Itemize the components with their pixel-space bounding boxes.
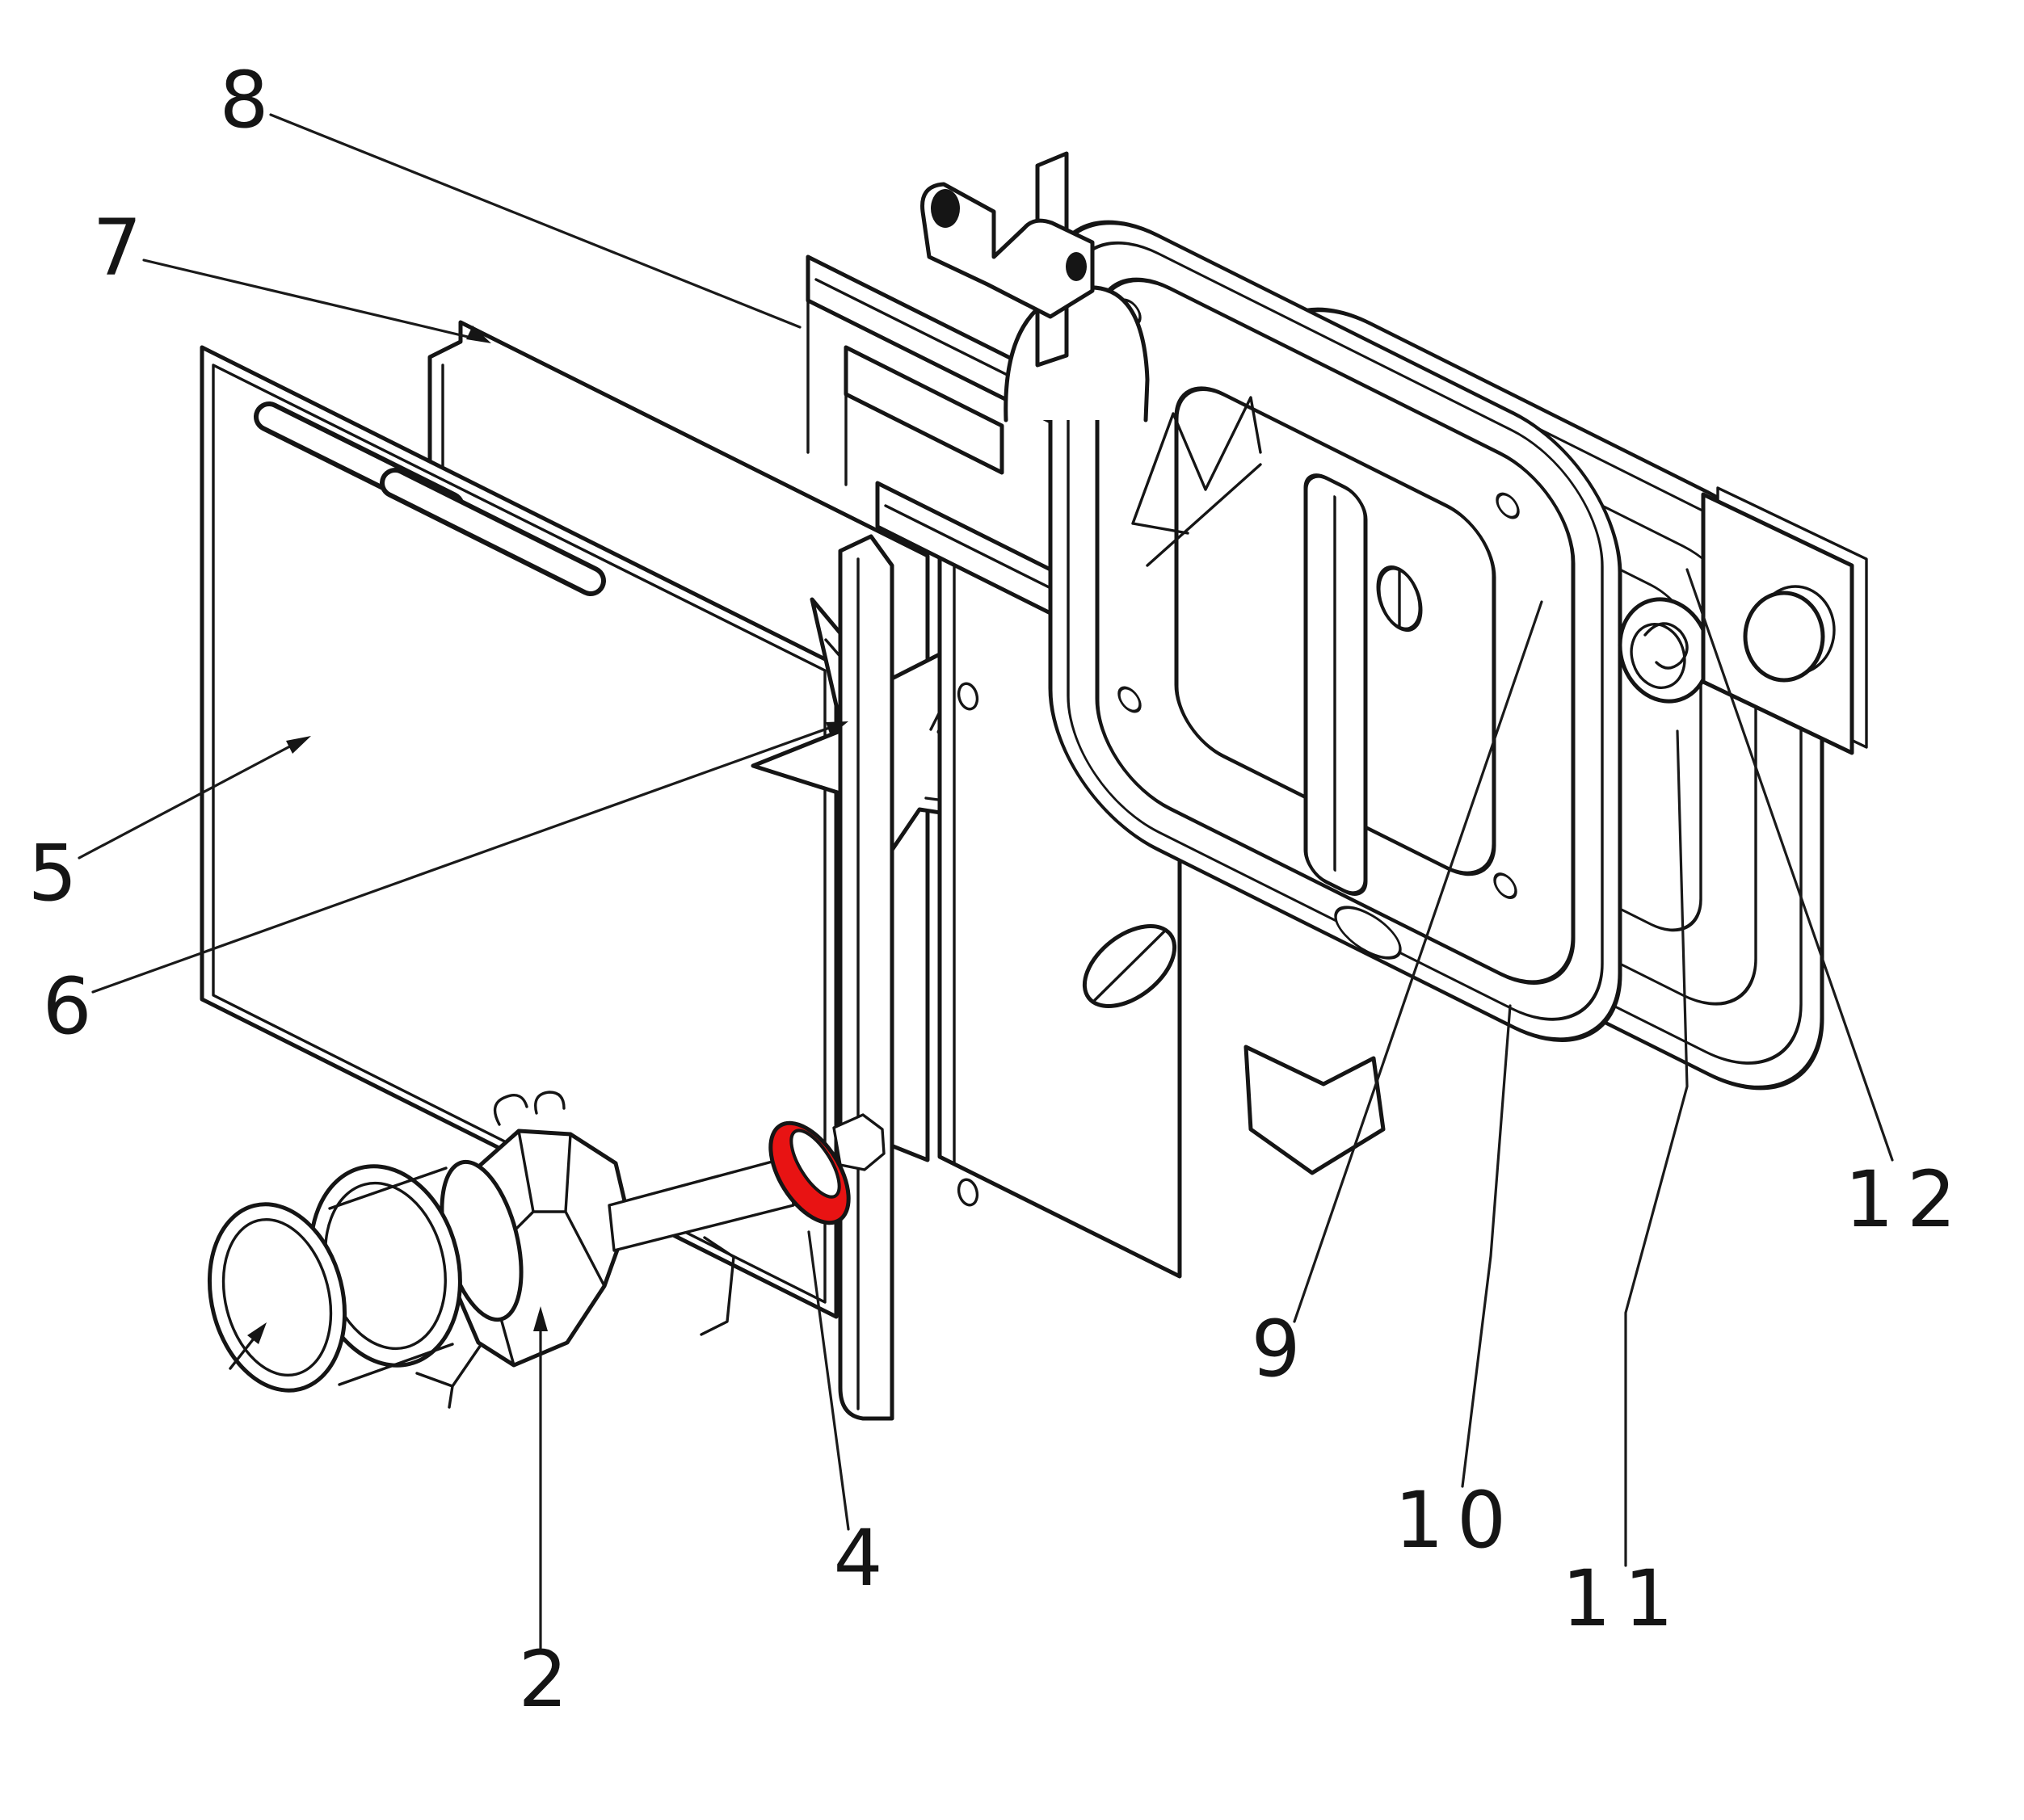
callout-12: 12 [1685, 568, 1969, 1245]
callout-label-2: 2 [518, 1634, 567, 1725]
red-washer-4 [768, 1120, 851, 1225]
door-screw-hole [1496, 492, 1520, 519]
clamp-bracket [920, 151, 1095, 368]
callout-6: 6 [42, 721, 848, 1052]
frame-step-block [844, 345, 1004, 475]
callout-label-12: 12 [1845, 1154, 1969, 1245]
callout-label-11: 11 [1562, 1553, 1686, 1644]
latch-cam [1243, 1045, 1386, 1175]
lens-arrow [229, 1322, 267, 1370]
arrowhead [286, 736, 311, 754]
red-washer-hole [789, 1129, 841, 1199]
arrowhead [533, 1306, 548, 1331]
callout-label-9: 9 [1251, 1304, 1300, 1394]
socket-clip-wires [493, 1091, 566, 1126]
callouts: 8 7 5 6 2 4 9 [27, 55, 1969, 1725]
arrowhead [826, 721, 848, 736]
bracket-hole [1743, 591, 1825, 683]
lamp-stem [608, 1155, 795, 1252]
door-screw-hole [1493, 872, 1517, 899]
hole-bracket-12 [1701, 486, 1868, 755]
callout-10: 10 [1395, 1004, 1519, 1566]
door-screw-hole [1117, 686, 1142, 713]
lamp-lens [207, 1202, 347, 1393]
reflector-bar [838, 534, 894, 1421]
slotted-screw [1082, 924, 1177, 1008]
callout-11: 11 [1562, 729, 1689, 1644]
latch-spring-zigzag [1131, 396, 1262, 567]
plate-slot-lower [380, 468, 606, 596]
latch-keeper-slot [1334, 906, 1402, 960]
door-frame-9 [1004, 220, 1622, 1175]
lamp-unit-2 [207, 1091, 886, 1409]
callout-label-8: 8 [219, 55, 268, 145]
clamp-hole-left [931, 189, 960, 228]
cover-plate-5 [200, 345, 839, 1319]
clamp-hole-right [1066, 252, 1087, 281]
callout-9: 9 [1251, 600, 1543, 1394]
callout-2: 2 [518, 1306, 568, 1725]
gasket-hole-bottom [957, 1178, 979, 1207]
callout-7: 7 [92, 203, 491, 343]
callout-label-7: 7 [92, 203, 141, 293]
callout-8: 8 [219, 55, 802, 329]
gasket-hole-top [957, 682, 979, 711]
callout-label-5: 5 [27, 828, 77, 918]
callout-label-6: 6 [42, 961, 91, 1052]
callout-4: 4 [807, 1230, 883, 1604]
callout-label-10: 10 [1395, 1475, 1519, 1566]
hinge-dome [1004, 285, 1150, 422]
arrowhead [466, 326, 491, 343]
callout-5: 5 [27, 736, 311, 918]
callout-label-4: 4 [833, 1513, 882, 1604]
lock-cylinder [1376, 565, 1423, 633]
